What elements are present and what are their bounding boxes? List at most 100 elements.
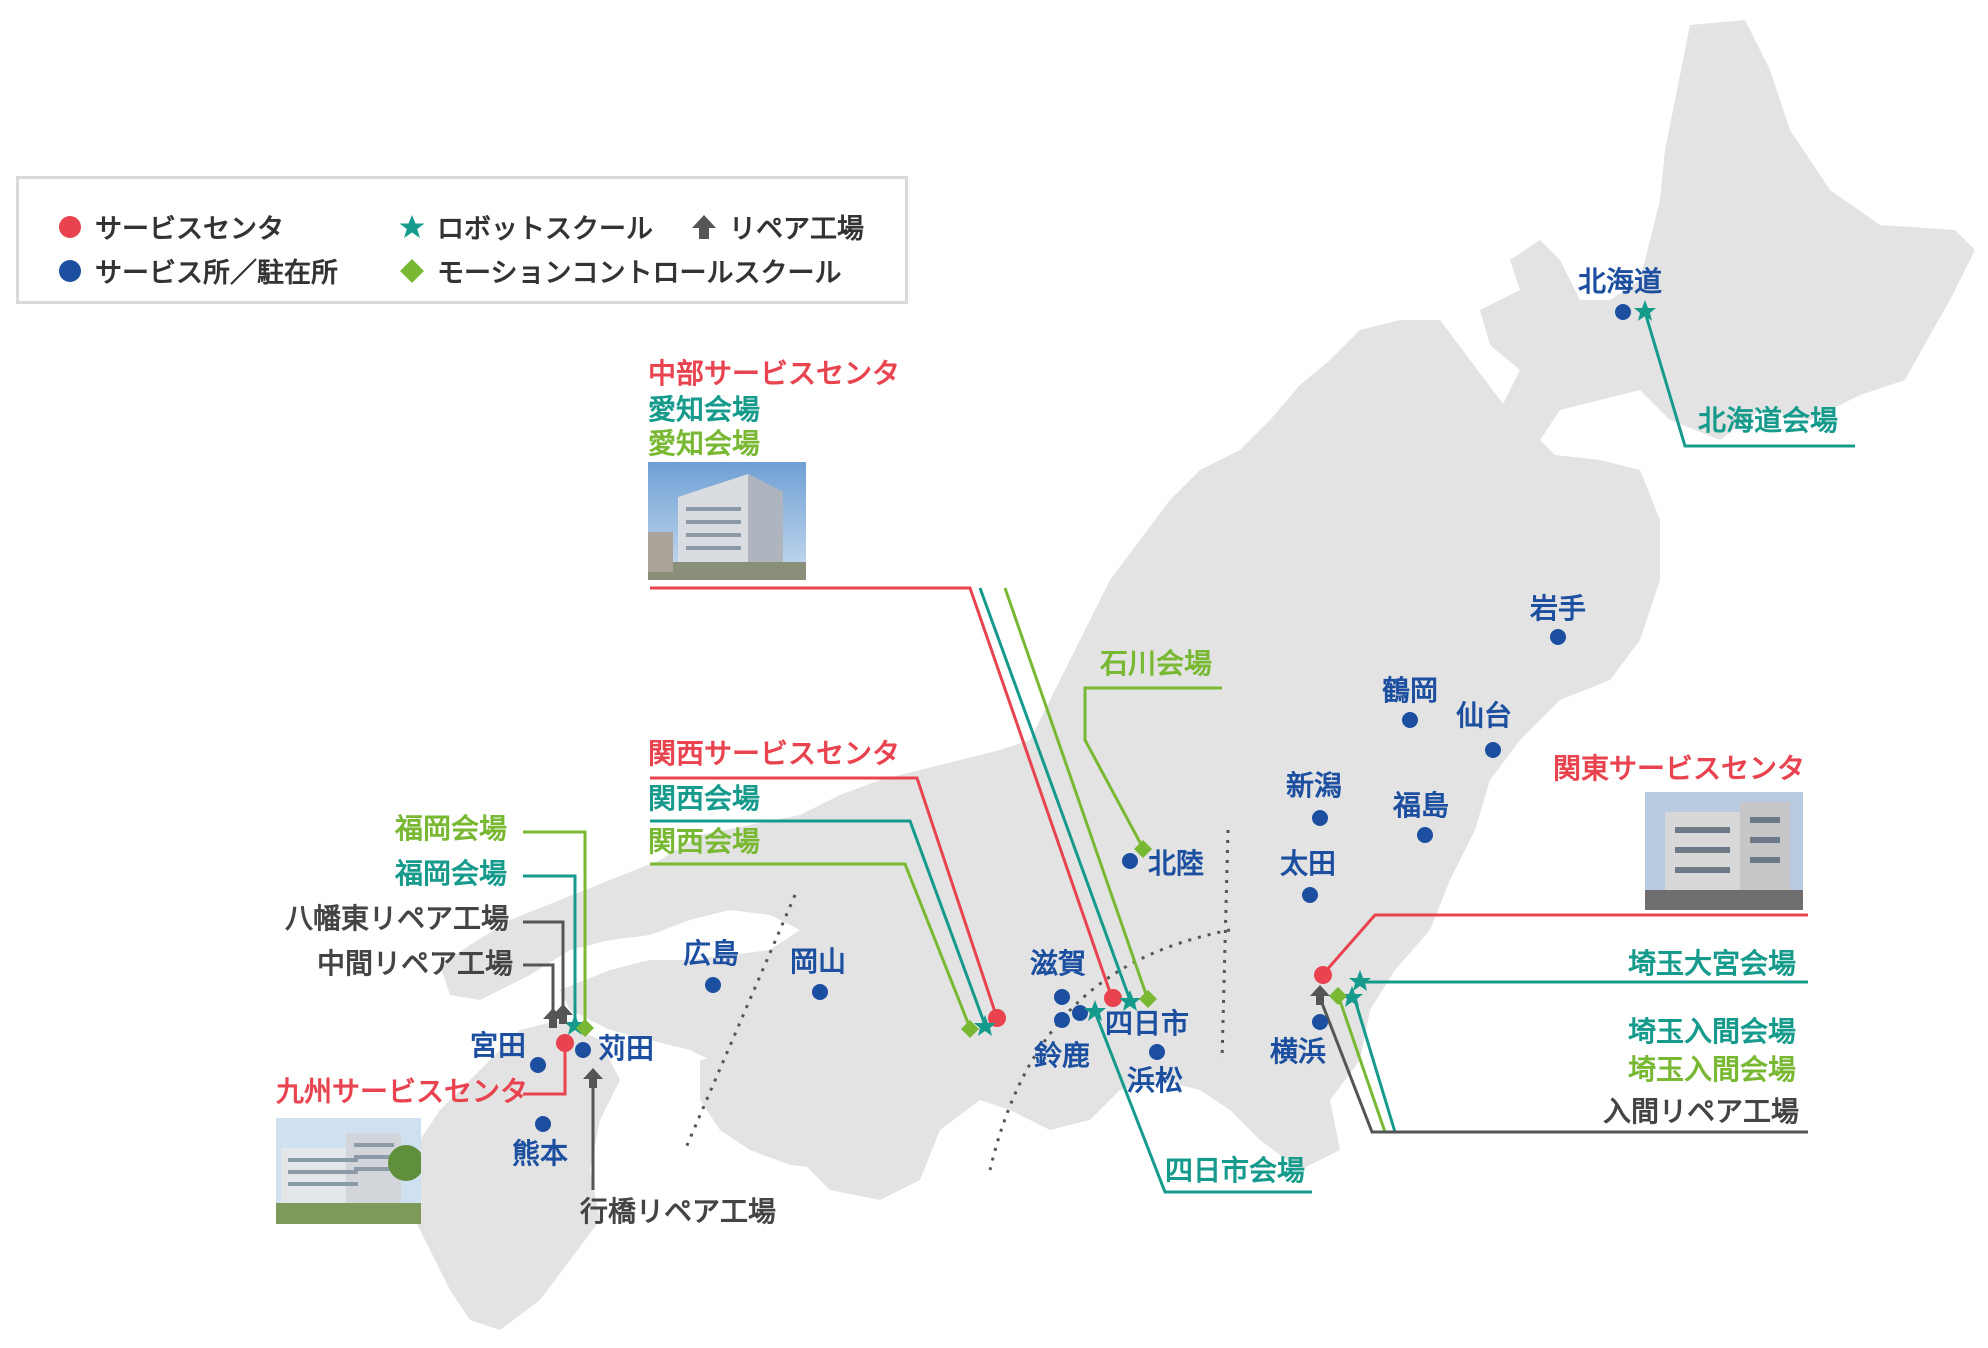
callout-chubu-center: 中部サービスセンタ	[648, 357, 901, 390]
chubu-center-photo	[648, 462, 806, 580]
city-label-kumamoto: 熊本	[512, 1137, 569, 1170]
leader-nakama-repair	[523, 963, 555, 1017]
divider-central	[988, 928, 1231, 1171]
city-label-hokkaido: 北海道	[1578, 265, 1663, 298]
legend-label: リペア工場	[729, 214, 864, 245]
diamond-kansai	[961, 1020, 979, 1038]
legend-label: モーションコントロールスクール	[437, 258, 842, 289]
city-label-fukushima: 福島	[1393, 789, 1450, 822]
marker-kyushu-center	[556, 1034, 574, 1052]
city-label-miyata: 宮田	[470, 1029, 527, 1062]
marker-kumamoto	[535, 1116, 551, 1132]
map-legend: サービスセンタ ロボットスクール リペア工場 サービス所／駐在所 モーションコン…	[16, 176, 908, 304]
leader-aichi-motion	[1003, 587, 1150, 1001]
arrow-yukuhashi	[583, 1068, 603, 1088]
marker-tsuruoka	[1402, 712, 1418, 728]
blue-circle-icon	[57, 258, 83, 284]
marker-miyata	[530, 1057, 546, 1073]
gray-arrow-up-icon	[691, 214, 717, 240]
hokkaido-land	[1480, 20, 1975, 450]
leader-kansai-center	[650, 776, 999, 1019]
arrow-nakama	[543, 1008, 563, 1028]
diamond-ishikawa	[1134, 840, 1152, 858]
callout-fukuoka-robot: 福岡会場	[395, 857, 508, 890]
legend-service-center: サービスセンタ	[57, 207, 284, 246]
city-label-yokkaichi: 四日市	[1105, 1007, 1190, 1040]
callout-kansai-motion: 関西会場	[648, 825, 761, 858]
teal-star-icon	[399, 214, 425, 240]
divider-east	[1220, 829, 1230, 1061]
leader-hokkaido-robot	[1643, 311, 1855, 448]
divider-west	[683, 894, 797, 1151]
callout-iruma-repair: 入間リペア工場	[1603, 1095, 1800, 1128]
marker-suzuka1	[1054, 1012, 1070, 1028]
marker-shiga	[1054, 989, 1070, 1005]
marker-iwate	[1550, 629, 1566, 645]
city-label-hamamatsu: 浜松	[1127, 1064, 1184, 1097]
leader-chubu-center	[650, 586, 1114, 999]
kyushu-land	[400, 1020, 620, 1330]
marker-niigata	[1312, 810, 1328, 826]
leader-fukuoka-robot	[523, 874, 577, 1024]
city-label-okayama: 岡山	[790, 945, 847, 978]
leader-iruma-repair	[1318, 997, 1808, 1134]
leader-kansai-motion	[650, 862, 972, 1029]
leader-lines	[523, 311, 1855, 1194]
callout-saitama-iruma-motion: 埼玉入間会場	[1628, 1053, 1797, 1086]
leader-aichi-robot	[978, 587, 1132, 1001]
diamond-aichi	[1139, 990, 1157, 1008]
marker-hokuriku	[1122, 853, 1138, 869]
legend-repair-factory: リペア工場	[691, 207, 864, 246]
callout-yahata-repair: 八幡東リペア工場	[285, 902, 510, 935]
leader-kyushu-center	[523, 1046, 567, 1096]
diamond-saitama-iruma	[1329, 987, 1347, 1005]
legend-motion-school: モーションコントロールスクール	[399, 251, 841, 290]
marker-ota	[1302, 887, 1318, 903]
callout-kyushu-center: 九州サービスセンタ	[276, 1075, 529, 1108]
callout-kansai-robot: 関西会場	[648, 782, 761, 815]
marker-yokohama	[1312, 1014, 1328, 1030]
diamond-fukuoka	[576, 1019, 594, 1037]
callout-ishikawa-motion: 石川会場	[1100, 647, 1213, 680]
leader-saitama-iruma-motion	[1336, 994, 1387, 1133]
callout-yukuhashi-repair: 行橋リペア工場	[580, 1195, 777, 1228]
marker-hokkaido	[1615, 304, 1631, 320]
city-label-suzuka: 鈴鹿	[1034, 1039, 1091, 1072]
kyushu-center-photo	[276, 1118, 421, 1224]
city-label-tsuruoka: 鶴岡	[1382, 674, 1439, 707]
marker-kanda	[575, 1042, 591, 1058]
marker-suzuka2	[1072, 1005, 1088, 1021]
awaji-land	[935, 1030, 960, 1065]
leader-saitama-iruma-robot	[1353, 999, 1397, 1133]
callout-hokkaido-robot: 北海道会場	[1698, 404, 1839, 437]
leader-ishikawa	[1083, 686, 1222, 849]
star-saitama-iruma	[1341, 986, 1363, 1007]
repair-factory-markers	[543, 985, 1330, 1088]
marker-chubu-center	[1104, 989, 1122, 1007]
star-saitama-omiya	[1349, 970, 1371, 991]
marker-hamamatsu	[1149, 1044, 1165, 1060]
callout-kansai-center: 関西サービスセンタ	[648, 737, 901, 770]
legend-label: サービスセンタ	[95, 214, 284, 245]
leader-kansai-robot	[650, 819, 987, 1026]
callout-saitama-iruma-robot: 埼玉入間会場	[1628, 1015, 1797, 1048]
city-label-niigata: 新潟	[1286, 769, 1343, 802]
star-aichi	[1119, 990, 1141, 1011]
legend-robot-school: ロボットスクール	[399, 207, 653, 246]
city-label-hokuriku: 北陸	[1148, 847, 1205, 880]
green-diamond-icon	[399, 258, 425, 284]
leader-fukuoka-motion	[523, 830, 587, 1027]
marker-kansai-center	[988, 1009, 1006, 1027]
shikoku-land	[700, 1050, 950, 1170]
callout-kanto-center: 関東サービスセンタ	[1553, 752, 1806, 785]
leader-yahata-repair	[523, 920, 565, 1017]
marker-sendai	[1485, 742, 1501, 758]
legend-label: サービス所／駐在所	[95, 258, 338, 289]
arrow-iruma	[1310, 985, 1330, 1005]
marker-kanto-center	[1314, 966, 1332, 984]
arrow-yahata	[553, 1004, 573, 1024]
city-label-shiga: 滋賀	[1030, 947, 1087, 980]
city-label-ota: 太田	[1280, 847, 1337, 880]
marker-fukushima	[1417, 827, 1433, 843]
